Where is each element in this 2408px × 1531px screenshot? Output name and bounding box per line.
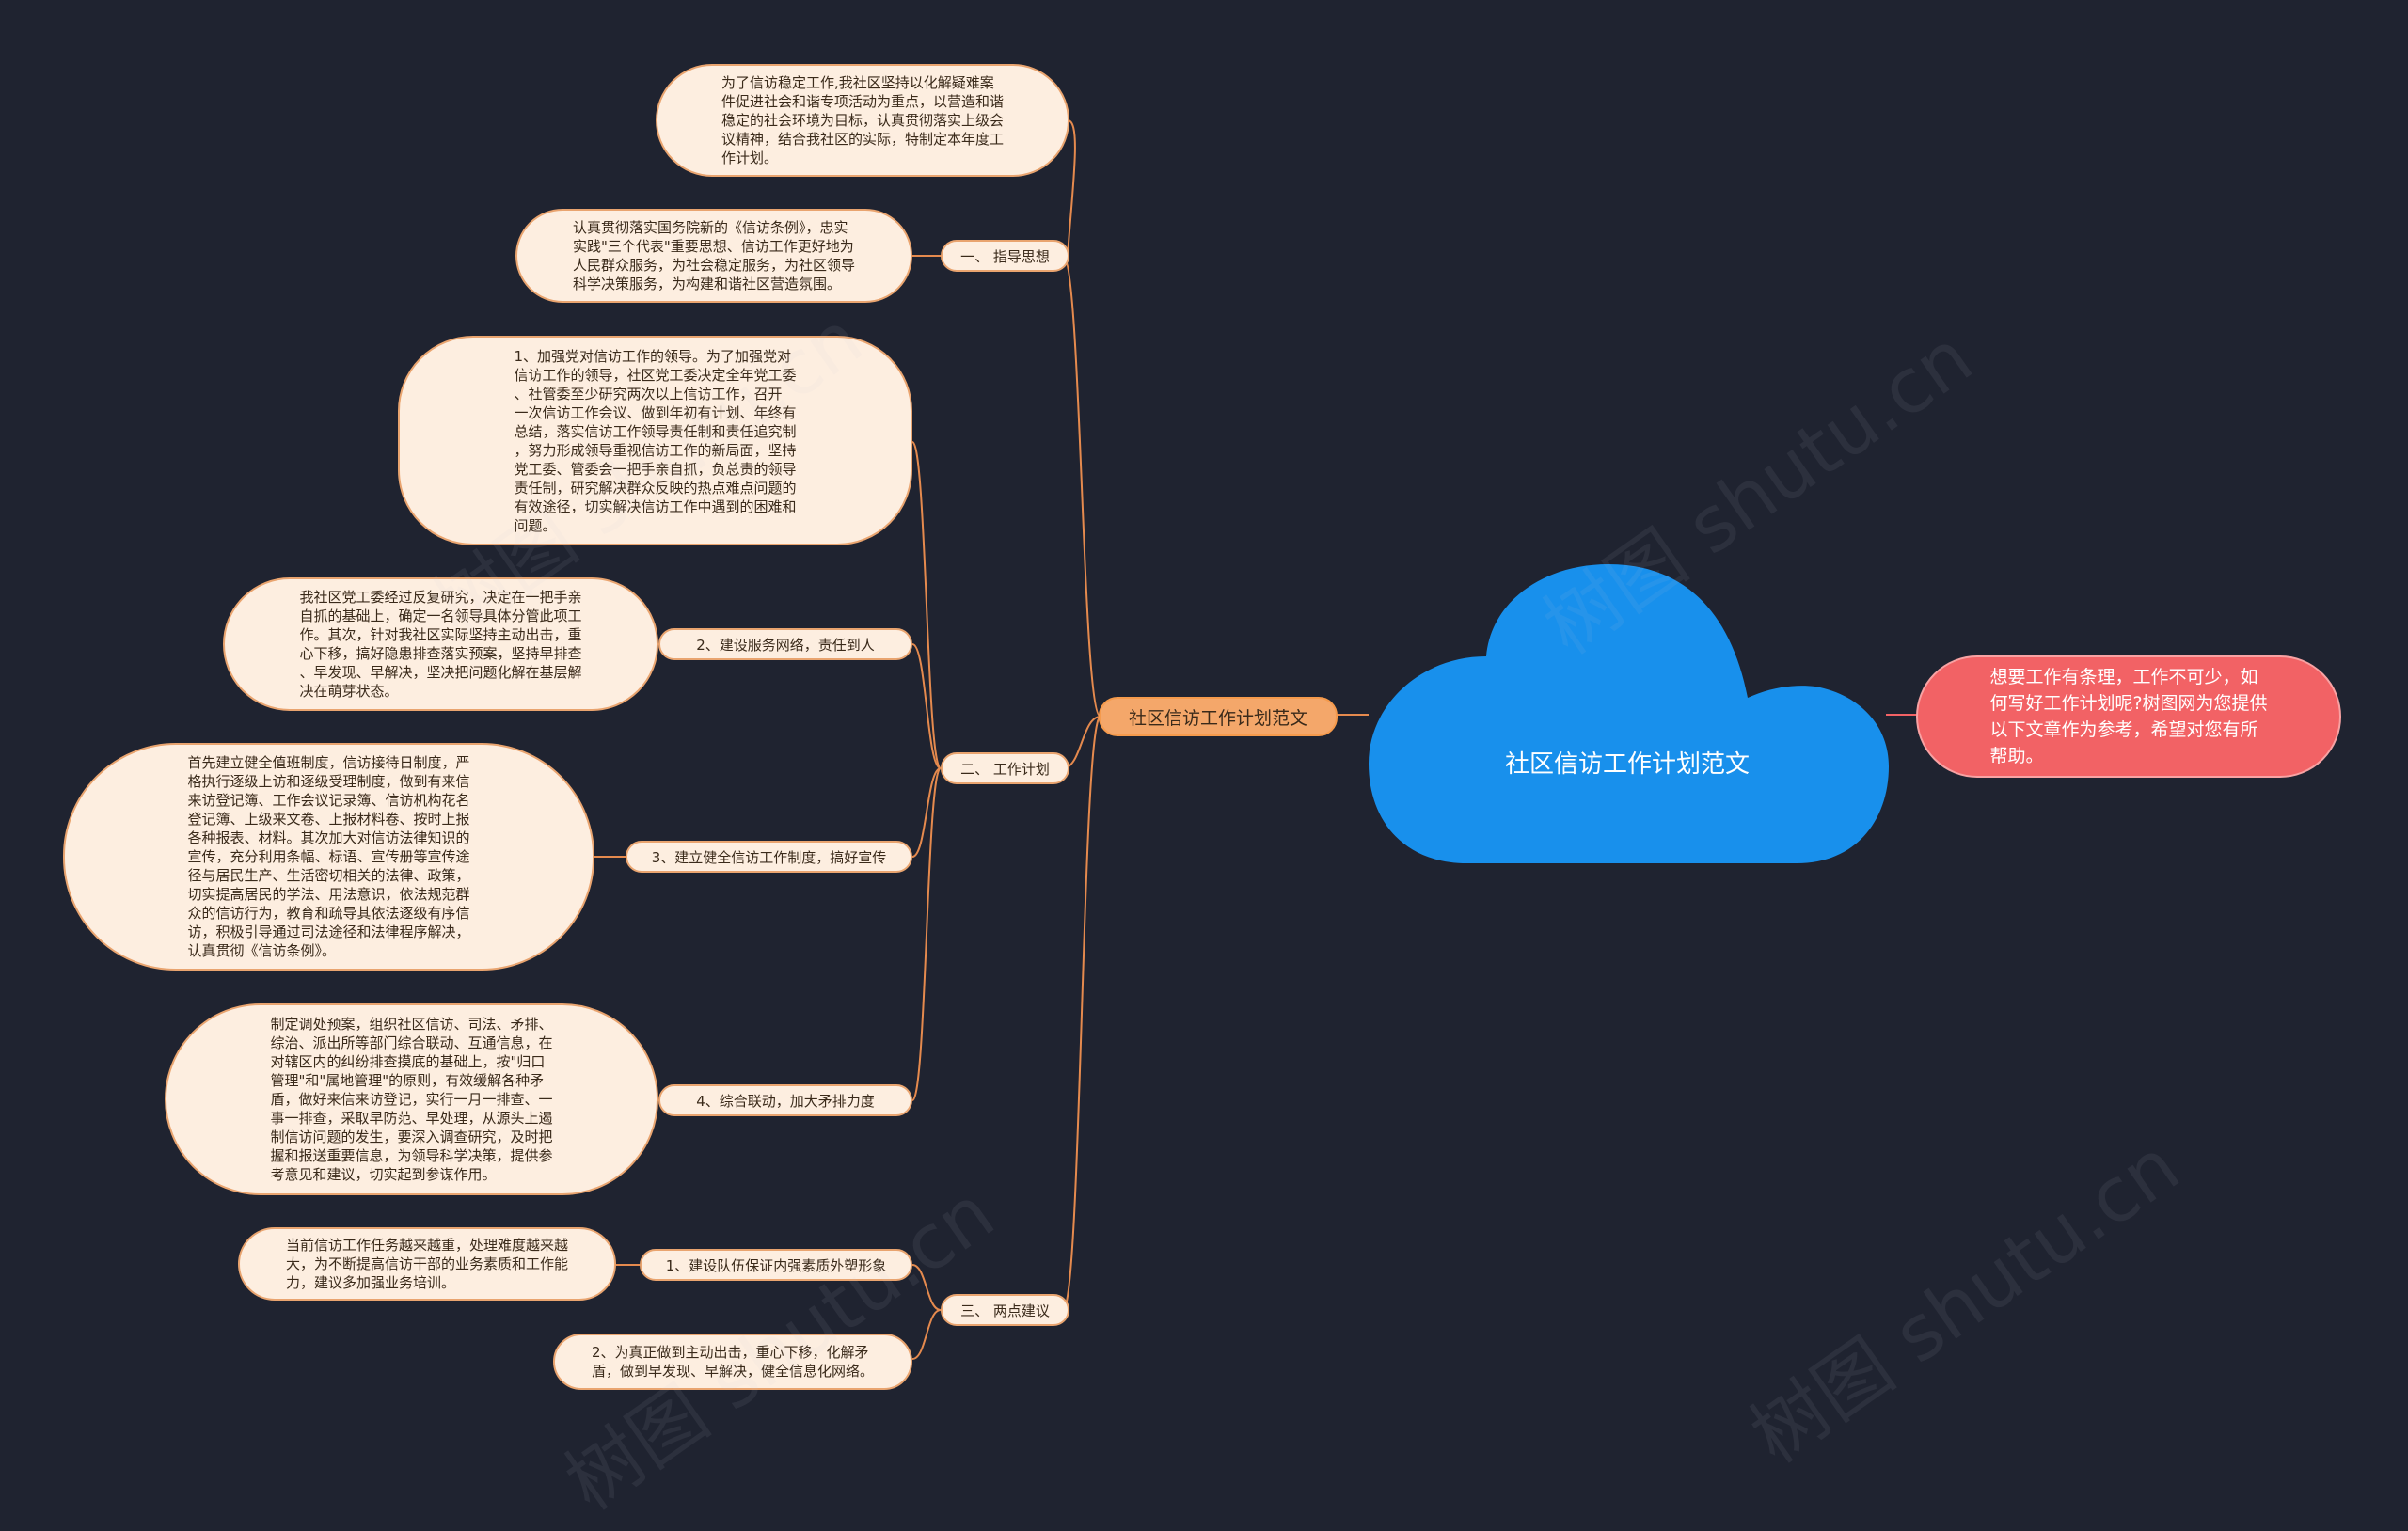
section-two-suggestions[interactable]: 三、 两点建议 bbox=[941, 1294, 1069, 1326]
leaf-line: 大，为不断提高信访干部的业务素质和工作能 bbox=[285, 1255, 568, 1272]
intro-line: 想要工作有条理，工作不可少，如 bbox=[1989, 667, 2258, 687]
sub-service-network[interactable]: 2、建设服务网络，责任到人 bbox=[658, 628, 912, 660]
leaf-line: 心下移，搞好隐患排查落实预案，坚持早排查 bbox=[299, 645, 582, 662]
section-guiding-thought[interactable]: 一、 指导思想 bbox=[941, 240, 1069, 272]
leaf-line: 1、加强党对信访工作的领导。为了加强党对 bbox=[514, 347, 792, 365]
leaf-line: 责任制，研究解决群众反映的热点难点问题的 bbox=[514, 479, 797, 497]
leaf-line: 、社管委至少研究两次以上信访工作，召开 bbox=[514, 385, 783, 402]
leaf-line: 力，建议多加强业务培训。 bbox=[285, 1274, 455, 1291]
sub-team-building[interactable]: 1、建设队伍保证内强素质外塑形象 bbox=[640, 1249, 912, 1281]
leaf-line: 制定调处预案，组织社区信访、司法、矛排、 bbox=[270, 1016, 553, 1033]
leaf-line: 访，积极引导通过司法途径和法律程序解决， bbox=[187, 923, 470, 940]
intro-line: 何写好工作计划呢?树图网为您提供 bbox=[1989, 693, 2268, 714]
connector-s3-2 bbox=[911, 1309, 942, 1360]
leaf-line: 盾，做好来信来访登记，实行一月一排查、一 bbox=[270, 1091, 553, 1108]
leaf-line: 综治、派出所等部门综合联动、互通信息，在 bbox=[270, 1034, 553, 1051]
leaf-line: 握和报送重要信息，为领导科学决策，提供参 bbox=[270, 1147, 553, 1164]
leaf-line: 对辖区内的纠纷排查摸底的基础上，按"归口 bbox=[270, 1053, 546, 1070]
leaf-line: 径与居民生产、生活密切相关的法律、政策， bbox=[187, 867, 470, 884]
leaf-line: 党工委、管委会一把手亲自抓，负总责的领导 bbox=[514, 460, 797, 478]
leaf-line: 为了信访稳定工作,我社区坚持以化解疑难案 bbox=[721, 74, 994, 91]
leaf-line: 我社区党工委经过反复研究，决定在一把手亲 bbox=[299, 589, 582, 606]
connector-s2-4 bbox=[911, 767, 942, 1101]
leaf-line: 件促进社会和谐专项活动为重点，以营造和谐 bbox=[721, 93, 1004, 110]
leaf-section2-item1[interactable]: 1、加强党对信访工作的领导。为了加强党对 信访工作的领导，社区党工委决定全年党工… bbox=[398, 336, 912, 545]
connector-main-s1 bbox=[1062, 255, 1101, 718]
connector-s2-2 bbox=[911, 643, 942, 769]
connector-s3-1 bbox=[911, 1264, 942, 1311]
connector-main-s3 bbox=[1062, 716, 1101, 1311]
section-work-plan[interactable]: 二、 工作计划 bbox=[941, 752, 1069, 784]
leaf-line: 认真贯彻《信访条例》。 bbox=[187, 942, 336, 959]
leaf-line: 问题。 bbox=[514, 516, 557, 534]
intro-text: 想要工作有条理，工作不可少，如 何写好工作计划呢?树图网为您提供 以下文章作为参… bbox=[1989, 664, 2267, 769]
leaf-line: 当前信访工作任务越来越重，处理难度越来越 bbox=[285, 1237, 568, 1254]
leaf-section1-b[interactable]: 认真贯彻落实国务院新的《信访条例》，忠实 实践"三个代表"重要思想、信访工作更好… bbox=[515, 209, 912, 303]
leaf-line: 格执行逐级上访和逐级受理制度，做到有来信 bbox=[187, 773, 470, 790]
leaf-joint-action[interactable]: 制定调处预案，组织社区信访、司法、矛排、 综治、派出所等部门综合联动、互通信息，… bbox=[165, 1003, 658, 1195]
leaf-line: 盾，做到早发现、早解决，健全信息化网络。 bbox=[592, 1363, 875, 1380]
leaf-line: 实践"三个代表"重要思想、信访工作更好地为 bbox=[572, 238, 854, 255]
leaf-line: 切实提高居民的学法、用法意识，依法规范群 bbox=[187, 886, 470, 903]
leaf-line: 人民群众服务，为社会稳定服务，为社区领导 bbox=[572, 257, 855, 274]
leaf-line: 自抓的基础上，确定一名领导具体分管此项工 bbox=[299, 608, 582, 624]
leaf-line: 制信访问题的发生，要深入调查研究，及时把 bbox=[270, 1129, 553, 1145]
sub-work-system[interactable]: 3、建立健全信访工作制度，搞好宣传 bbox=[626, 841, 912, 873]
leaf-line: 一次信访工作会议、做到年初有计划、年终有 bbox=[514, 403, 797, 421]
mindmap-canvas: 社区信访工作计划范文 想要工作有条理，工作不可少，如 何写好工作计划呢?树图网为… bbox=[63, 64, 2341, 1527]
leaf-line: 考意见和建议，切实起到参谋作用。 bbox=[270, 1166, 497, 1183]
leaf-line: 2、为真正做到主动出击，重心下移，化解矛 bbox=[592, 1344, 869, 1361]
leaf-line: 稳定的社会环境为目标，认真贯彻落实上级会 bbox=[721, 112, 1004, 129]
leaf-line: 、早发现、早解决，坚决把问题化解在基层解 bbox=[299, 664, 582, 681]
leaf-line: 议精神，结合我社区的实际，特制定本年度工 bbox=[721, 131, 1004, 148]
leaf-line: 众的信访行为，教育和疏导其依法逐级有序信 bbox=[187, 905, 470, 922]
central-topic-title[interactable]: 社区信访工作计划范文 bbox=[1504, 750, 1750, 779]
connector-s2-1 bbox=[911, 441, 942, 769]
leaf-service-network[interactable]: 我社区党工委经过反复研究，决定在一把手亲 自抓的基础上，确定一名领导具体分管此项… bbox=[223, 577, 658, 711]
leaf-line: ，努力形成领导重视信访工作的新局面，坚持 bbox=[514, 441, 797, 459]
leaf-line: 来访登记簿、工作会议记录簿、信访机构花名 bbox=[187, 792, 470, 809]
leaf-line: 作计划。 bbox=[721, 150, 778, 166]
leaf-info-network[interactable]: 2、为真正做到主动出击，重心下移，化解矛 盾，做到早发现、早解决，健全信息化网络… bbox=[553, 1334, 912, 1390]
leaf-line: 宣传，充分利用条幅、标语、宣传册等宣传途 bbox=[187, 848, 470, 865]
leaf-line: 有效途径，切实解决信访工作中遇到的困难和 bbox=[514, 497, 797, 515]
connector-s1-a bbox=[1067, 119, 1076, 257]
connector-s2-3 bbox=[911, 767, 942, 858]
leaf-work-system[interactable]: 首先建立健全值班制度，信访接待日制度，严 格执行逐级上访和逐级受理制度，做到有来… bbox=[63, 743, 594, 971]
central-cloud bbox=[1369, 564, 1889, 863]
leaf-line: 登记簿、上级来文卷、上报材料卷、按时上报 bbox=[187, 811, 470, 828]
leaf-team-building[interactable]: 当前信访工作任务越来越重，处理难度越来越 大，为不断提高信访干部的业务素质和工作… bbox=[238, 1227, 616, 1301]
leaf-line: 认真贯彻落实国务院新的《信访条例》，忠实 bbox=[572, 219, 848, 236]
main-topic[interactable]: 社区信访工作计划范文 bbox=[1099, 697, 1338, 736]
leaf-line: 信访工作的领导，社区党工委决定全年党工委 bbox=[514, 366, 797, 384]
leaf-line: 作。其次，针对我社区实际坚持主动出击，重 bbox=[299, 626, 582, 643]
intro-line: 帮助。 bbox=[1989, 746, 2044, 766]
leaf-section1-a[interactable]: 为了信访稳定工作,我社区坚持以化解疑难案 件促进社会和谐专项活动为重点，以营造和… bbox=[656, 64, 1069, 177]
intro-line: 以下文章作为参考，希望对您有所 bbox=[1989, 719, 2258, 740]
leaf-line: 各种报表、材料。其次加大对信访法律知识的 bbox=[187, 829, 470, 846]
leaf-line: 科学决策服务，为构建和谐社区营造氛围。 bbox=[572, 276, 841, 292]
leaf-line: 决在萌芽状态。 bbox=[299, 683, 399, 700]
leaf-line: 首先建立健全值班制度，信访接待日制度，严 bbox=[187, 754, 470, 771]
leaf-line: 总结，落实信访工作领导责任制和责任追究制 bbox=[514, 422, 797, 440]
sub-joint-action[interactable]: 4、综合联动，加大矛排力度 bbox=[658, 1084, 912, 1116]
intro-node[interactable]: 想要工作有条理，工作不可少，如 何写好工作计划呢?树图网为您提供 以下文章作为参… bbox=[1916, 655, 2341, 778]
leaf-line: 事一排查，采取早防范、早处理，从源头上遏 bbox=[270, 1110, 553, 1127]
leaf-line: 管理"和"属地管理"的原则，有效缓解各种矛 bbox=[270, 1072, 545, 1089]
